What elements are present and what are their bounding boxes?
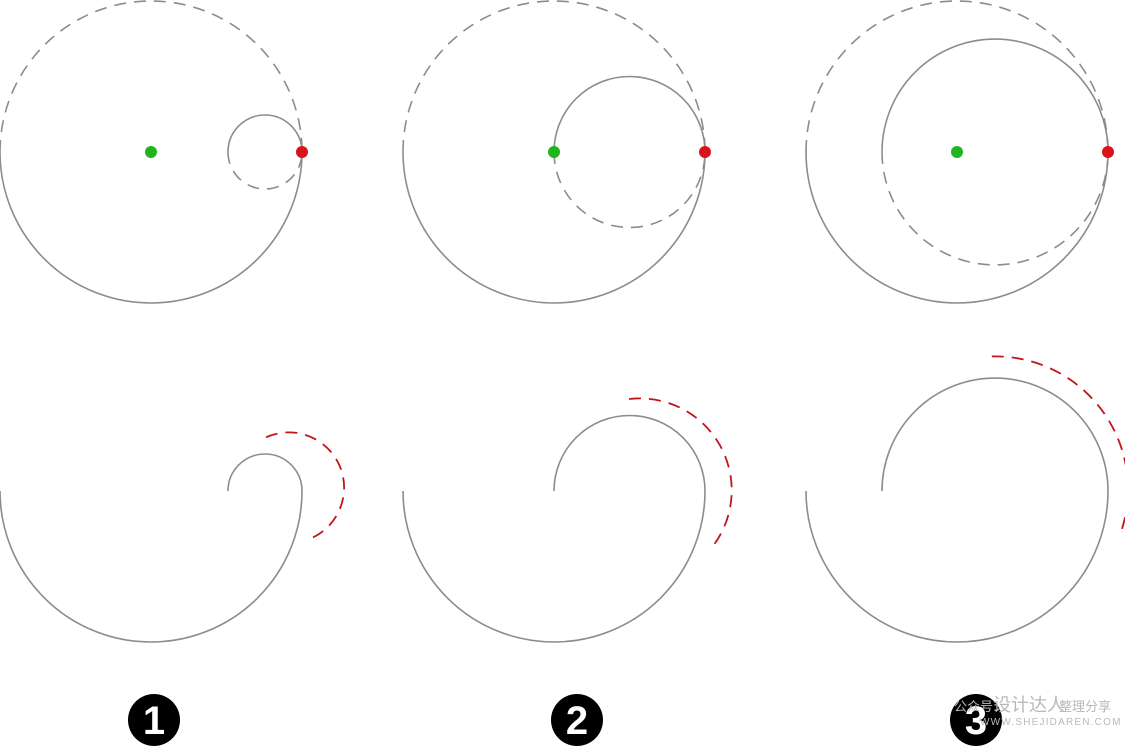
badge-1: 1 — [128, 694, 180, 746]
badge-1-circle — [128, 694, 180, 746]
watermark: 公众号: 设计达人 整理分享 WWW.SHEJIDAREN.COM — [954, 695, 1122, 728]
panel-2-tangent-dot — [699, 146, 711, 158]
panel-1-outer-circle-top-half — [0, 0, 303, 153]
panel-2-center-dot — [548, 146, 560, 158]
panel-1-tangent-dot — [296, 146, 308, 158]
panel-1-center-dot — [145, 146, 157, 158]
panel-2-construction — [402, 0, 711, 304]
badge-3: 3 — [950, 694, 1002, 746]
panel-1-inner-circle-top-half — [227, 114, 303, 153]
panel-2-spiral — [402, 397, 733, 643]
panel-2-inner-circle-top-half — [553, 75, 706, 153]
panel-1-offset-dash-arc — [265, 431, 345, 539]
panel-3-inner-circle-top-half — [881, 38, 1109, 153]
panel-3-outer-circle-bottom-half — [805, 151, 1109, 304]
panel-3-center-dot — [951, 146, 963, 158]
panel-1-inner-circle-bottom-half — [227, 151, 303, 190]
panel-1-outer-circle-bottom-half — [0, 151, 303, 304]
badge-3-number: 3 — [965, 699, 987, 743]
watermark-prefix: 公众号: — [954, 700, 997, 715]
panel-3-spiral — [805, 355, 1125, 643]
badge-2-circle — [551, 694, 603, 746]
panel-1-construction — [0, 0, 308, 304]
panel-3-construction — [805, 0, 1114, 304]
panel-2-spiral-curve — [402, 414, 706, 643]
watermark-suffix: 整理分享 — [1059, 699, 1111, 715]
badge-2-number: 2 — [566, 699, 588, 743]
panel-3-tangent-dot — [1102, 146, 1114, 158]
panel-3-offset-dash-arc — [991, 355, 1125, 535]
panel-2-outer-circle-bottom-half — [402, 151, 706, 304]
badge-1-number: 1 — [143, 699, 165, 743]
panel-3-outer-circle-top-half — [805, 0, 1109, 153]
badge-3-circle — [950, 694, 1002, 746]
panel-2-offset-dash-arc — [628, 397, 733, 547]
panel-3-inner-circle-bottom-half — [881, 151, 1109, 266]
panel-1-spiral-curve — [0, 453, 303, 643]
panel-2-inner-circle-bottom-half — [553, 151, 706, 229]
panel-3-spiral-curve — [805, 377, 1109, 643]
watermark-site-name: 设计达人 — [993, 695, 1065, 716]
panel-2-outer-circle-top-half — [402, 0, 706, 153]
panel-1-spiral — [0, 431, 345, 643]
watermark-domain: WWW.SHEJIDAREN.COM — [980, 717, 1122, 728]
badge-2: 2 — [551, 694, 603, 746]
